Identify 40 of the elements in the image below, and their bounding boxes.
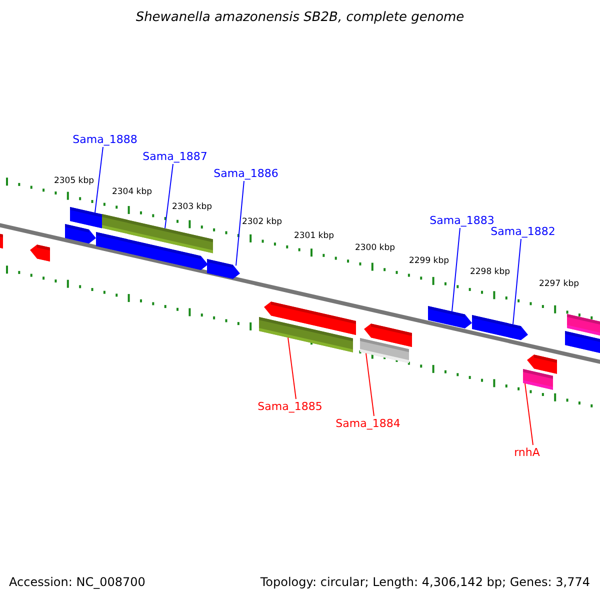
gene-label: Sama_1888 xyxy=(65,134,145,145)
scale-label: 2302 kbp xyxy=(240,218,284,226)
scale-label: 2305 kbp xyxy=(52,177,96,186)
leader-line xyxy=(94,146,104,214)
gene-label: Sama_1883 xyxy=(422,215,502,226)
leader-line xyxy=(366,352,374,416)
gene-label: Sama_1887 xyxy=(135,151,215,162)
gene-label: rnhA xyxy=(487,447,567,458)
gene-feature xyxy=(65,224,96,244)
gene-label: Sama_1886 xyxy=(206,168,286,179)
scale-label: 2301 kbp xyxy=(292,232,336,240)
leader-line xyxy=(288,337,296,400)
gene-feature xyxy=(523,369,553,390)
gene-feature xyxy=(360,338,409,364)
title: Shewanella amazonensis SB2B, complete genome xyxy=(134,11,466,24)
gene-feature xyxy=(96,232,208,270)
gene-feature xyxy=(207,259,240,279)
scale-label: 2298 kbp xyxy=(468,268,512,276)
scale-label: 2299 kbp xyxy=(408,257,450,266)
gene-feature xyxy=(565,331,600,354)
leader-line xyxy=(452,228,460,312)
leader-line xyxy=(524,382,534,446)
gene-label: Sama_1885 xyxy=(250,401,330,412)
footer-text: Accession: NC_008700 xyxy=(9,576,146,588)
gene-feature xyxy=(70,207,102,228)
leader-line xyxy=(512,238,522,325)
scale-label: 2300 kbp xyxy=(354,244,396,252)
gene-feature xyxy=(30,244,50,262)
footer-text: Topology: circular; Length: 4,306,142 bp; Genes: 3,774 xyxy=(260,576,590,588)
gene-label: Sama_1882 xyxy=(483,226,563,237)
scale-label: 2303 kbp xyxy=(170,203,214,212)
gene-feature xyxy=(428,306,472,328)
scale-label: 2304 kbp xyxy=(110,188,154,196)
leader-line xyxy=(236,180,244,266)
gene-feature xyxy=(0,234,3,248)
gene-feature xyxy=(259,317,353,352)
scale-label: 2297 kbp xyxy=(538,280,580,288)
gene-feature xyxy=(472,315,528,340)
gene-label: Sama_1884 xyxy=(328,418,408,429)
gene-feature xyxy=(527,354,557,374)
